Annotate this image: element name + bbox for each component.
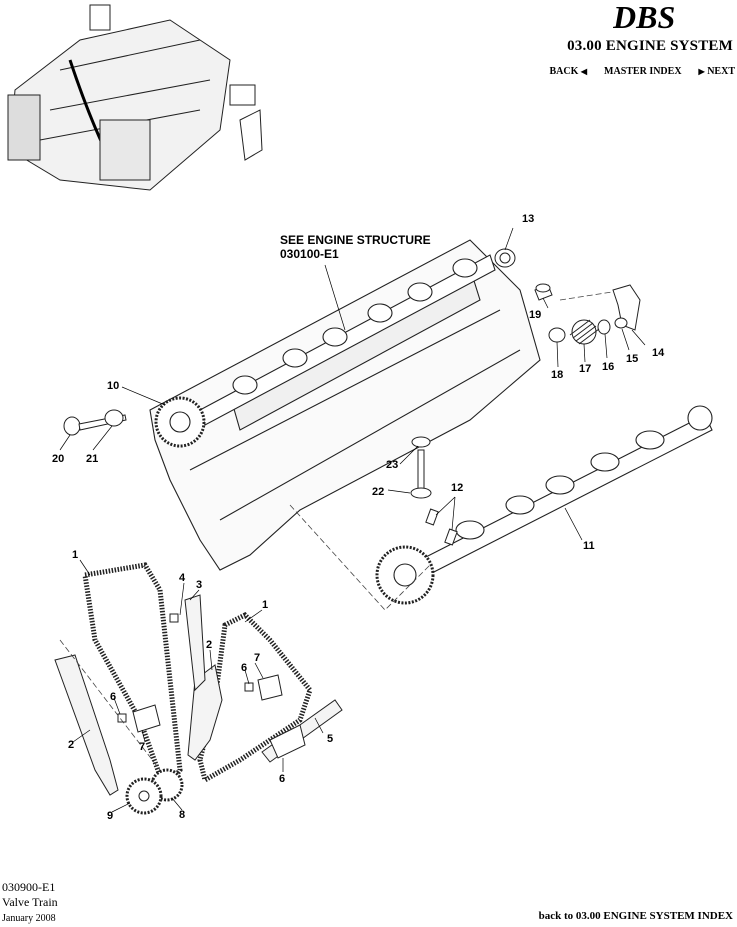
spring-seat-18[interactable] <box>548 327 566 343</box>
callout-13: 13 <box>522 213 534 225</box>
callout-8: 8 <box>179 809 185 821</box>
callout-15: 15 <box>626 353 638 365</box>
bolt-6-right[interactable] <box>244 682 254 692</box>
back-to-index-link[interactable]: back to 03.00 ENGINE SYSTEM INDEX <box>538 910 733 922</box>
reference-note-line2: 030100-E1 <box>280 247 339 261</box>
callout-11: 11 <box>583 540 595 552</box>
engine-thumbnail[interactable] <box>7 4 263 191</box>
camshaft-sprocket-exploded[interactable] <box>375 545 435 605</box>
callout-6-right: 6 <box>241 662 247 674</box>
callout-1-right: 1 <box>262 599 268 611</box>
callout-9: 9 <box>107 810 113 822</box>
bolt-6-left[interactable] <box>117 713 127 723</box>
tensioner-body-6[interactable] <box>269 724 306 759</box>
back-triangle-icon: ◀ <box>580 67 588 76</box>
callout-6-bottom: 6 <box>279 773 285 785</box>
callout-14: 14 <box>652 347 665 359</box>
adjuster-15[interactable] <box>614 317 628 329</box>
valve-cap-23[interactable] <box>411 436 431 448</box>
bolts-12[interactable] <box>425 508 458 546</box>
valve-spring-17[interactable] <box>569 319 600 345</box>
callout-labels: 13 19 14 15 16 17 18 10 20 21 23 22 12 1… <box>52 213 665 822</box>
callout-21: 21 <box>86 453 98 465</box>
diagram-date: January 2008 <box>2 913 56 924</box>
navigation-bar: BACK ◀ MASTER INDEX ▶ NEXT <box>549 66 735 77</box>
dbs-logo: DBS <box>613 0 675 34</box>
camshaft-in-head[interactable] <box>199 254 496 426</box>
callout-10: 10 <box>107 380 119 392</box>
retainer-16[interactable] <box>597 319 611 335</box>
callout-5: 5 <box>327 733 333 745</box>
callout-7-left: 7 <box>139 741 145 753</box>
chain-guide-2-left[interactable] <box>54 654 119 796</box>
callout-16: 16 <box>602 361 614 373</box>
next-triangle-icon: ▶ <box>698 67 705 76</box>
camshaft-11[interactable] <box>419 405 713 576</box>
bolt-4[interactable] <box>169 613 179 623</box>
tappet-19[interactable] <box>534 283 553 301</box>
callout-17: 17 <box>579 363 591 375</box>
diagram-code: 030900-E1 <box>2 880 56 894</box>
callout-22: 22 <box>372 486 384 498</box>
callout-2-left: 2 <box>68 739 74 751</box>
reference-note-line1: SEE ENGINE STRUCTURE <box>280 233 431 247</box>
logo-text: DBS <box>613 0 675 34</box>
camshaft-sprocket-10[interactable] <box>154 396 206 448</box>
callout-3: 3 <box>196 579 202 591</box>
next-link[interactable]: ▶ NEXT <box>698 66 735 77</box>
bracket-7-left[interactable] <box>132 704 161 733</box>
crank-sprocket-9[interactable] <box>125 777 163 815</box>
callout-23: 23 <box>386 459 398 471</box>
system-title: 03.00 ENGINE SYSTEM <box>567 38 733 54</box>
callout-4: 4 <box>179 572 186 584</box>
valve-22[interactable] <box>410 449 432 499</box>
rocker-14[interactable] <box>612 284 641 331</box>
callout-18: 18 <box>551 369 563 381</box>
back-link[interactable]: BACK ◀ <box>549 66 588 77</box>
diagram-name: Valve Train <box>2 895 58 909</box>
bracket-7-right[interactable] <box>257 674 283 701</box>
chain-guide-3[interactable] <box>184 594 206 692</box>
callout-2-right: 2 <box>206 639 212 651</box>
callout-6-left: 6 <box>110 691 116 703</box>
callout-20: 20 <box>52 453 64 465</box>
callout-19: 19 <box>529 309 541 321</box>
seal-ring-13[interactable] <box>494 248 516 268</box>
assembly-guide-lines <box>59 291 613 771</box>
valve-seal-21[interactable] <box>104 409 124 427</box>
leader-lines <box>59 227 646 813</box>
callout-7-right: 7 <box>254 652 260 664</box>
callout-12: 12 <box>451 482 463 494</box>
callout-1-left: 1 <box>72 549 78 561</box>
master-index-link[interactable]: MASTER INDEX <box>604 66 682 77</box>
